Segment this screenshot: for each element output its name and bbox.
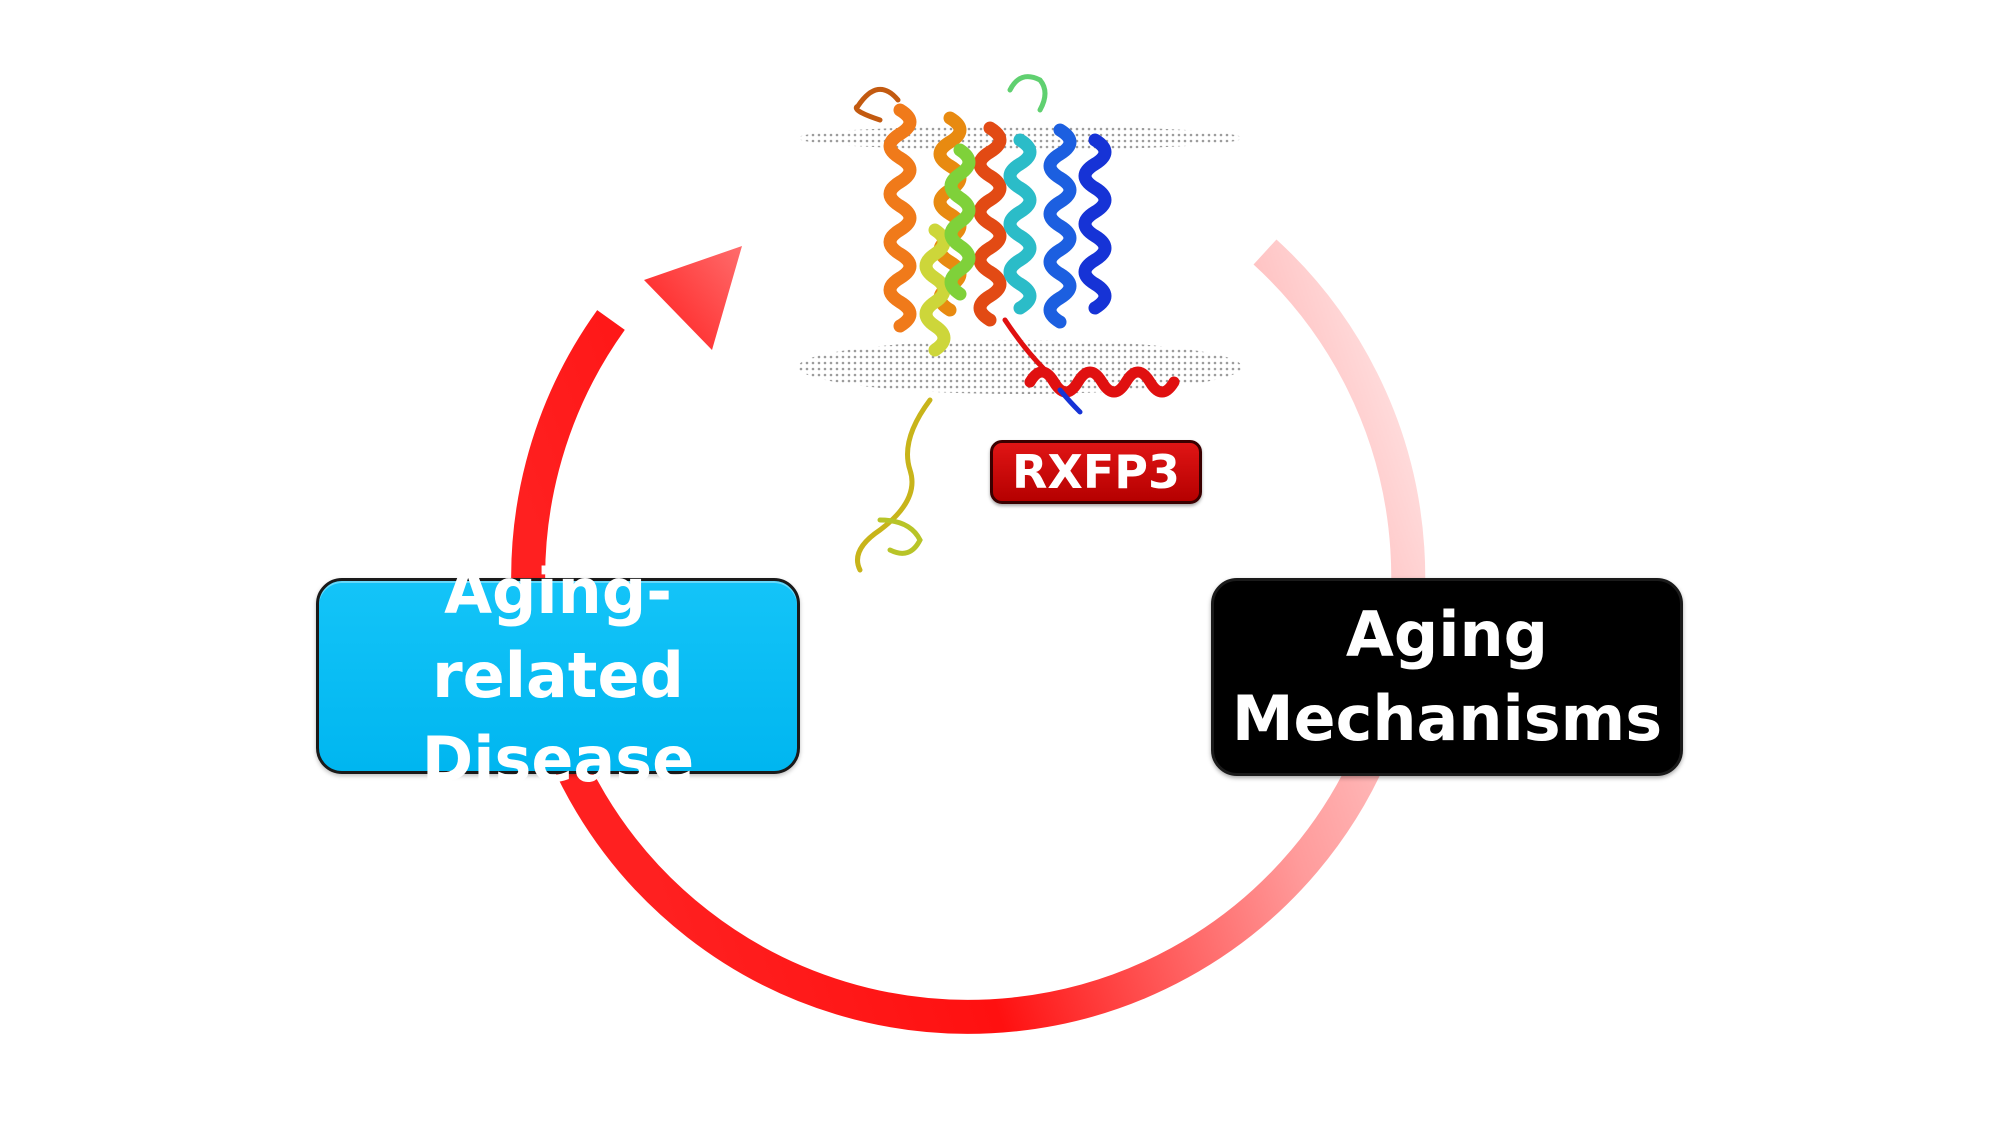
aging-mechanisms-line1: Aging	[1345, 598, 1549, 671]
aging-related-disease-line1: Aging-related	[432, 555, 684, 712]
aging-mechanisms-box: Aging Mechanisms	[1211, 578, 1683, 776]
aging-related-disease-box: Aging-related Disease	[316, 555, 800, 796]
rxfp3-label-badge: RXFP3	[990, 440, 1202, 504]
aging-related-disease-line2: Disease	[421, 723, 695, 796]
aging-mechanisms-line2: Mechanisms	[1231, 682, 1663, 755]
rxfp3-protein-structure-icon	[798, 74, 1242, 573]
arrowhead-icon	[644, 246, 742, 350]
